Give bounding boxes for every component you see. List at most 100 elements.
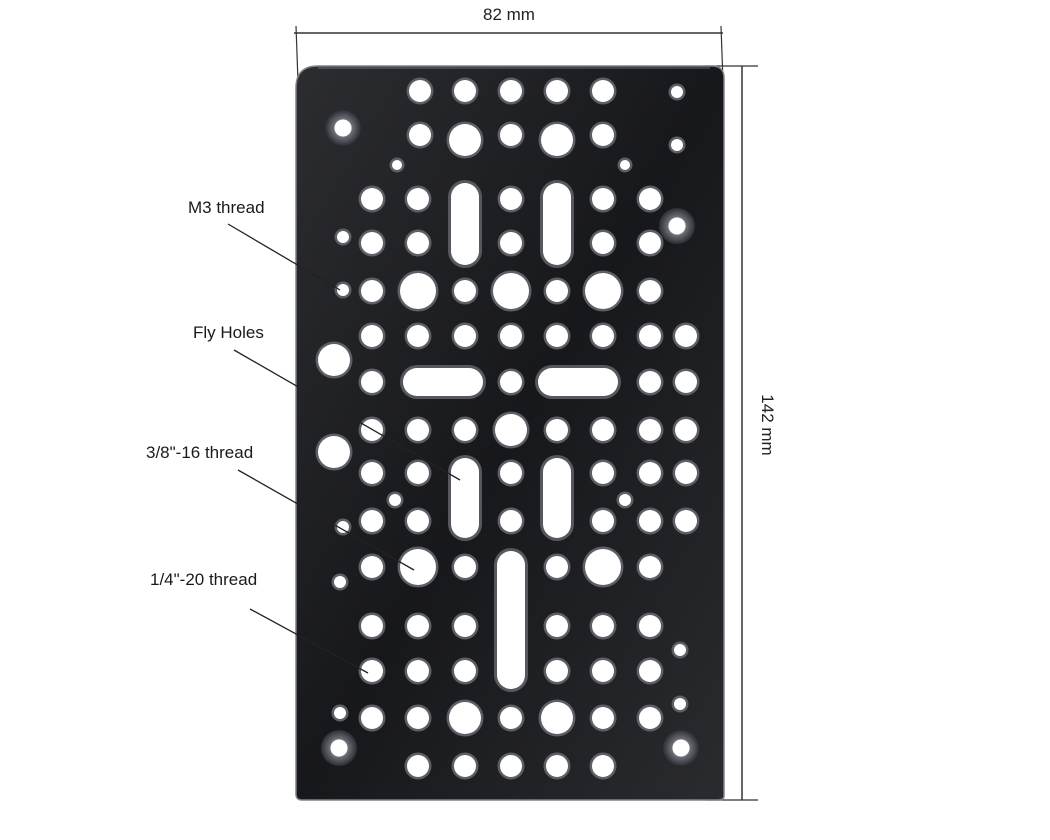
hole-grid [675,510,697,532]
hole-top [592,80,614,102]
hole-grid [407,462,429,484]
hole-grid [500,325,522,347]
hole-grid [449,702,481,734]
m3-hole [674,644,686,656]
hole-grid [639,232,661,254]
hole-grid [500,707,522,729]
hole-grid [500,232,522,254]
hole-grid [407,615,429,637]
hole-grid [592,232,614,254]
hole-grid [407,325,429,347]
hole-grid [454,556,476,578]
m3-hole [334,707,346,719]
width-label: 82 mm [483,5,535,24]
hole-grid [500,755,522,777]
hole-row2-large [449,124,481,156]
hole-grid [592,755,614,777]
m3-hole [389,494,401,506]
hole-top [409,80,431,102]
m3-hole [337,231,349,243]
callout-fly-holes: Fly Holes [193,323,461,481]
hole-grid [361,280,383,302]
hole-grid [639,707,661,729]
slot-horizontal-right [538,368,618,396]
countersunk-right-bore [670,219,684,233]
hole-grid [592,615,614,637]
m3-hole [619,494,631,506]
hole-grid [500,462,522,484]
callout-3-8-thread: 3/8"-16 thread [146,443,415,571]
label-3-8-16-thread: 3/8"-16 thread [146,443,253,462]
countersunk-holes [321,110,699,766]
hole-grid [546,755,568,777]
hole-grid [546,325,568,347]
hole-row2-large [541,124,573,156]
hole-grid [500,188,522,210]
hole-grid [639,510,661,532]
m3-hole [671,139,683,151]
hole-grid [639,419,661,441]
hole-grid [585,549,621,585]
hole-grid [361,510,383,532]
hole-grid [639,188,661,210]
callout-1-4-thread: 1/4"-20 thread [150,570,369,674]
label-m3-thread: M3 thread [188,198,265,217]
hole-grid [407,755,429,777]
hole-grid [592,325,614,347]
plate-slots [400,180,621,692]
hole-grid [495,414,527,446]
hole-grid [541,702,573,734]
m3-hole [337,284,349,296]
slot-horizontal-left [403,368,483,396]
slot-vertical-long [497,551,525,689]
hole-grid [675,325,697,347]
hole-grid [592,707,614,729]
hole-grid [361,556,383,578]
hole-grid [592,660,614,682]
hole-grid [361,615,383,637]
hole-top [546,80,568,102]
hole-grid [361,462,383,484]
hole-grid [361,232,383,254]
hole-top [500,80,522,102]
hole-grid [361,371,383,393]
m3-hole [334,576,346,588]
hole-grid [407,419,429,441]
hole-grid [639,615,661,637]
hole-grid [546,660,568,682]
callout-m3: M3 thread [188,198,341,291]
hole-grid [454,660,476,682]
label-fly-holes: Fly Holes [193,323,264,342]
hole-row2 [500,124,522,146]
label-1-4-20-thread: 1/4"-20 thread [150,570,257,589]
hole-grid [454,615,476,637]
width-dimension: 82 mm [294,5,724,83]
m3-hole [671,86,683,98]
hole-grid [639,280,661,302]
hole-grid [639,556,661,578]
hole-grid [407,188,429,210]
hole-grid [592,419,614,441]
hole-grid [546,615,568,637]
hole-row2 [409,124,431,146]
hole-grid [500,371,522,393]
slot-vertical-top-left [451,183,479,265]
hole-grid [454,755,476,777]
fly-hole-side [318,436,350,468]
hole-grid [639,325,661,347]
hole-grid [592,462,614,484]
plate-holes [315,77,700,780]
m3-hole [392,160,402,170]
m3-hole [337,521,349,533]
plate [295,65,725,801]
slot-vertical-mid-left [451,458,479,538]
slot-vertical-top-right [543,183,571,265]
hole-grid [675,371,697,393]
hole-grid [493,273,529,309]
hole-grid [454,325,476,347]
hole-grid [400,273,436,309]
slot-vertical-mid-right [543,458,571,538]
height-label: 142 mm [758,394,777,455]
height-dimension: 142 mm [706,65,777,801]
